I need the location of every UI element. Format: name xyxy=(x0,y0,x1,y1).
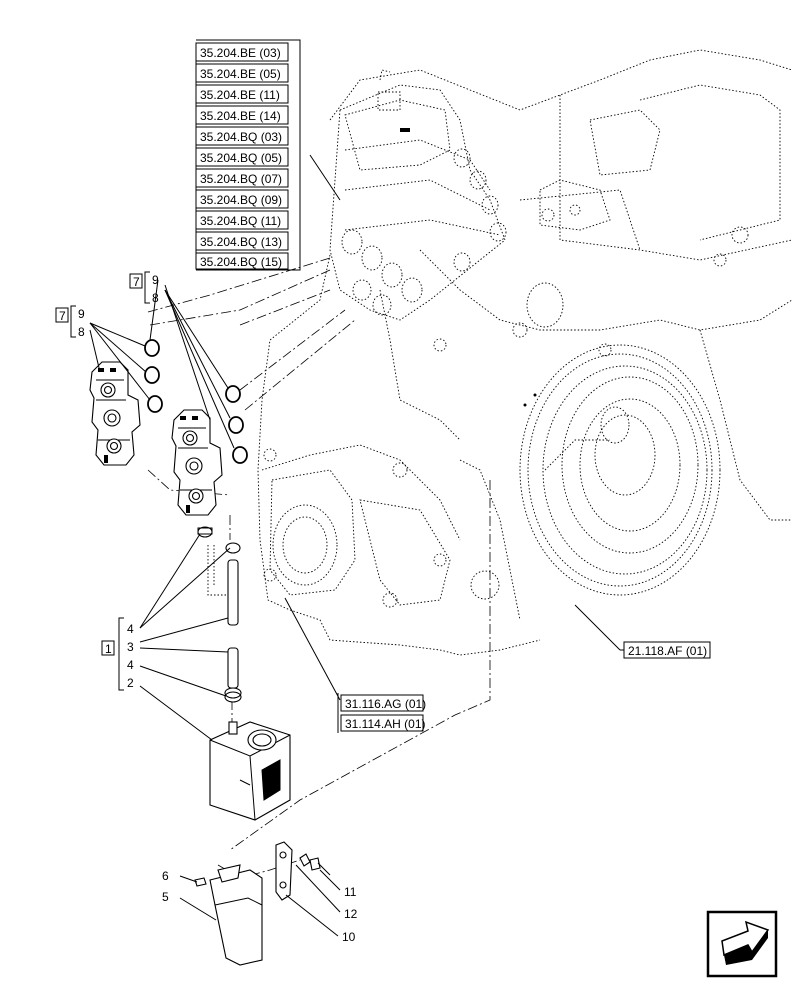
valve-ref-1: 35.204.BE (03) xyxy=(200,46,281,60)
callout-4-lower: 4 xyxy=(127,658,134,672)
callout-4-upper: 4 xyxy=(127,622,134,636)
callout-8-right: 8 xyxy=(152,291,159,305)
valve-ref-4: 35.204.BE (14) xyxy=(200,109,281,123)
valve-block-right xyxy=(171,409,223,516)
callout-7-right: 7 xyxy=(133,275,140,289)
next-page-arrow-icon[interactable] xyxy=(706,910,778,978)
callout-10: 10 xyxy=(342,930,356,944)
o-rings xyxy=(144,339,248,464)
callout-9-right: 9 xyxy=(152,273,159,287)
callout-11: 11 xyxy=(344,885,357,899)
callout-group-right: 7 9 8 xyxy=(129,271,159,305)
control-valve-stack xyxy=(329,69,507,321)
callout-9-left: 9 xyxy=(78,307,85,321)
callout-6: 6 xyxy=(162,869,169,883)
valve-block-left xyxy=(89,361,141,466)
housing-ref-2: 31.114.AH (01) xyxy=(345,717,426,731)
valve-ref-9: 35.204.BQ (11) xyxy=(200,214,281,228)
assembly-chain-lines xyxy=(147,257,491,879)
valve-ref-5: 35.204.BQ (03) xyxy=(200,130,282,144)
callout-3: 3 xyxy=(127,640,134,654)
callout-8-left: 8 xyxy=(78,325,85,339)
callouts-bottom: 6 5 11 12 10 xyxy=(162,869,358,944)
housing-ref-1: 31.116.AG (01) xyxy=(345,697,426,711)
valve-ref-10: 35.204.BQ (13) xyxy=(200,235,282,249)
valve-ref-8: 35.204.BQ (09) xyxy=(200,193,282,207)
flywheel-gear xyxy=(519,344,721,596)
callout-12: 12 xyxy=(344,907,358,921)
leader-lines xyxy=(89,60,621,937)
callout-2: 2 xyxy=(127,676,134,690)
callout-5: 5 xyxy=(162,890,169,904)
callout-kit: 1 4 3 4 2 xyxy=(101,617,134,691)
housing-reference-list: 31.116.AG (01) 31.114.AH (01) xyxy=(337,693,426,733)
valve-ref-11: 35.204.BQ (15) xyxy=(200,255,282,269)
valve-reference-list: 35.204.BE (03) 35.204.BE (05) 35.204.BE … xyxy=(195,39,301,271)
flywheel-ref: 21.118.AF (01) xyxy=(628,644,707,658)
callout-7-left: 7 xyxy=(59,309,66,323)
flywheel-reference: 21.118.AF (01) xyxy=(620,641,711,659)
mounting-hardware xyxy=(194,841,331,966)
callout-group-left: 7 9 8 xyxy=(55,305,85,339)
valve-ref-3: 35.204.BE (11) xyxy=(200,88,280,102)
valve-ref-6: 35.204.BQ (05) xyxy=(200,151,282,165)
filter-kit-parts xyxy=(197,526,291,821)
valve-ref-7: 35.204.BQ (07) xyxy=(200,172,282,186)
transmission-housing xyxy=(257,49,792,656)
callout-1: 1 xyxy=(105,642,112,656)
valve-ref-2: 35.204.BE (05) xyxy=(200,67,281,81)
